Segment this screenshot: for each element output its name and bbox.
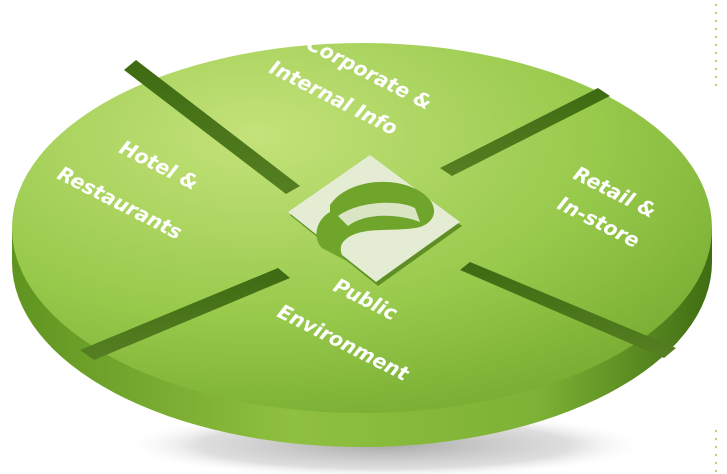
groove-upper-right	[440, 88, 610, 176]
groove-upper-left	[124, 60, 300, 194]
groove-lower-right	[460, 262, 676, 358]
s-logo-icon	[288, 155, 462, 286]
groove-lower-left	[80, 268, 290, 360]
